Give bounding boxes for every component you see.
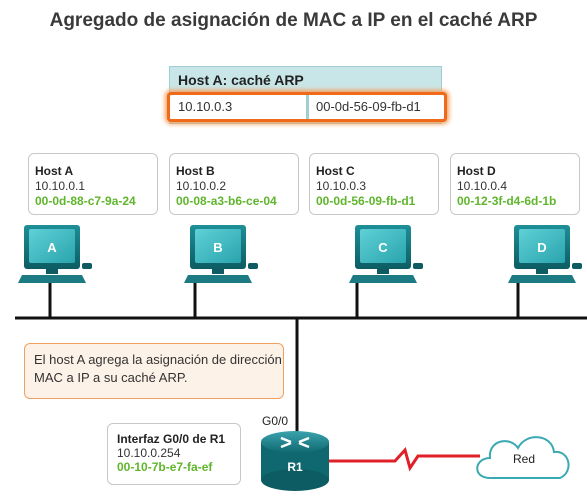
host-card-a: Host A 10.10.0.1 00-0d-88-c7-9a-24	[28, 153, 158, 215]
router-interface-mac: 00-10-7b-e7-fa-ef	[117, 460, 213, 474]
router-name: R1	[287, 460, 303, 474]
arp-cache-header: Host A: caché ARP	[178, 72, 304, 88]
pc-icon-c: C	[349, 225, 423, 283]
host-card-c: Host C 10.10.0.3 00-0d-56-09-fb-d1	[309, 153, 439, 215]
router-port-label: G0/0	[262, 414, 289, 428]
host-card-d: Host D 10.10.0.4 00-12-3f-d4-6d-1b	[450, 153, 580, 215]
page-title: Agregado de asignación de MAC a IP en el…	[49, 10, 538, 31]
host-card-b: Host B 10.10.0.2 00-08-a3-b6-ce-04	[169, 153, 299, 215]
pc-label-b: B	[213, 240, 222, 255]
pc-icon-d: D	[508, 225, 582, 283]
pc-label-a: A	[47, 240, 57, 255]
arp-entry-divider	[306, 95, 309, 119]
router-icon: R1	[261, 431, 329, 491]
host-mac: 00-0d-56-09-fb-d1	[316, 194, 416, 208]
pc-icon-b: B	[184, 225, 258, 283]
router-interface-card: Interfaz G0/0 de R1 10.10.0.254 00-10-7b…	[107, 423, 241, 485]
host-ip: 10.10.0.2	[176, 179, 227, 193]
host-name: Host C	[316, 164, 355, 178]
host-ip: 10.10.0.1	[35, 179, 86, 193]
router-interface-ip: 10.10.0.254	[117, 446, 181, 460]
cloud-label: Red	[513, 452, 535, 466]
network-cloud-icon: Red	[476, 436, 570, 479]
arp-entry-ip: 10.10.0.3	[178, 99, 233, 114]
pc-label-c: C	[378, 240, 388, 255]
pc-icon-a: A	[18, 225, 92, 283]
arp-entry-mac: 00-0d-56-09-fb-d1	[316, 99, 421, 114]
host-mac: 00-0d-88-c7-9a-24	[35, 194, 136, 208]
host-name: Host B	[176, 164, 215, 178]
router-interface-title: Interfaz G0/0 de R1	[117, 432, 226, 446]
serial-link-line	[326, 446, 480, 472]
arp-cache-entry: 10.10.0.3 00-0d-56-09-fb-d1	[167, 92, 447, 122]
host-name: Host A	[35, 164, 74, 178]
host-mac: 00-12-3f-d4-6d-1b	[457, 194, 557, 208]
info-callout: El host A agrega la asignación de direcc…	[24, 343, 284, 399]
host-name: Host D	[457, 164, 496, 178]
host-ip: 10.10.0.3	[316, 179, 367, 193]
host-ip: 10.10.0.4	[457, 179, 508, 193]
host-mac: 00-08-a3-b6-ce-04	[176, 194, 277, 208]
pc-label-d: D	[537, 240, 546, 255]
